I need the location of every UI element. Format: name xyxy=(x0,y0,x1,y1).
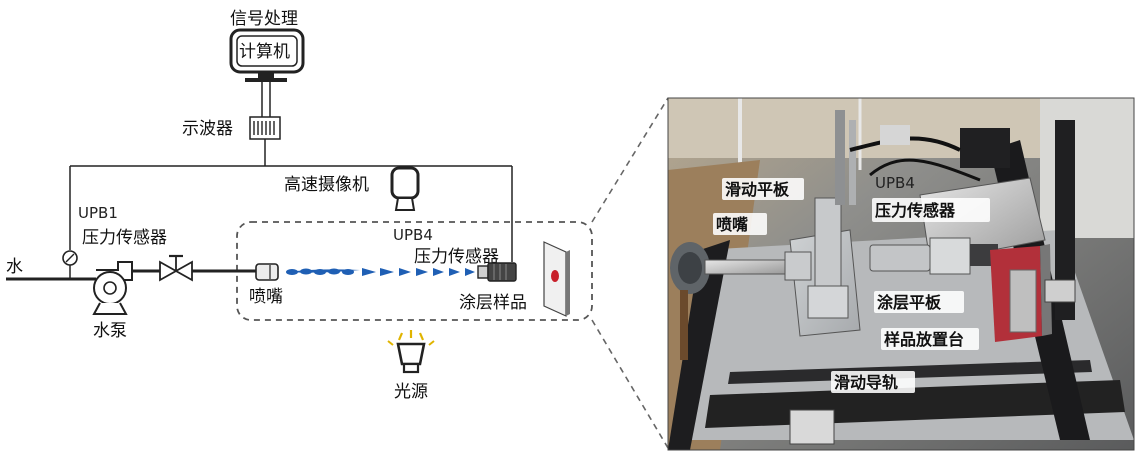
photo-sample-stage xyxy=(990,244,1052,342)
upb4-label: UPB4 xyxy=(393,226,433,244)
oscilloscope-icon xyxy=(249,116,281,140)
computer-icon xyxy=(229,28,305,82)
photo-pressure-sensor-label: 压力传感器 xyxy=(875,201,956,220)
coating-sample-icon xyxy=(543,241,570,317)
photo-sliding-plate-label: 滑动平板 xyxy=(725,180,790,199)
camera-icon xyxy=(390,166,420,211)
water-label: 水 xyxy=(6,257,23,277)
water-jet xyxy=(286,268,475,276)
nozzle-label: 喷嘴 xyxy=(249,287,283,307)
oscilloscope-label: 示波器 xyxy=(182,119,233,139)
valve-icon xyxy=(159,254,193,282)
light-source-label: 光源 xyxy=(394,382,428,402)
pressure-sensor-1-label: 压力传感器 xyxy=(82,228,167,248)
photo-coating-plate-label: 涂层平板 xyxy=(877,293,942,312)
pump-label: 水泵 xyxy=(93,321,127,341)
schematic: 信号处理 计算机 示波器 高速摄像机 xyxy=(6,9,669,449)
pump-icon xyxy=(92,261,133,315)
zoom-line-top xyxy=(591,97,669,223)
pressure-sensor-4-label: 压力传感器 xyxy=(414,247,499,267)
photo-nozzle-icon xyxy=(670,242,812,360)
photo-sample-stage-label: 样品放置台 xyxy=(884,330,964,349)
zoom-line-bottom xyxy=(591,319,669,449)
pressure-sensor-icon xyxy=(477,262,517,282)
photo-sliding-rail-label: 滑动导轨 xyxy=(834,373,898,392)
photo-upb4-label: UPB4 xyxy=(875,174,915,192)
high-speed-camera-label: 高速摄像机 xyxy=(284,175,369,195)
photo-nozzle-label: 喷嘴 xyxy=(716,215,748,234)
coating-sample-label: 涂层样品 xyxy=(459,293,527,313)
upb1-label: UPB1 xyxy=(78,204,118,222)
light-source-icon xyxy=(387,330,435,374)
nozzle-icon xyxy=(255,263,279,281)
signal-processing-label: 信号处理 xyxy=(230,9,298,29)
apparatus-photo: 滑动平板 UPB4 压力传感器 喷嘴 涂层平板 样品放置台 滑动导轨 xyxy=(667,97,1135,451)
pressure-gauge-icon xyxy=(62,250,78,266)
computer-label: 计算机 xyxy=(239,42,290,62)
